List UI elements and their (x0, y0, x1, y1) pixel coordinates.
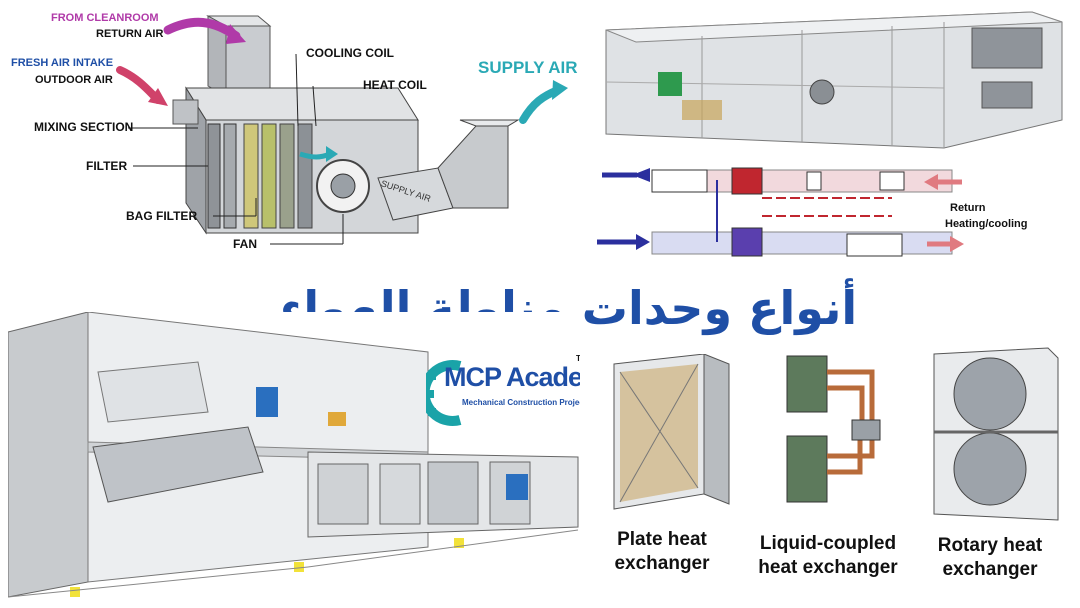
rotary-heat-exchanger-caption: Rotary heat exchanger (922, 534, 1058, 582)
label-supply-air: SUPPLY AIR (478, 58, 578, 77)
label-heating-cooling: Heating/cooling (945, 218, 1028, 230)
caption-line: exchanger (614, 553, 710, 574)
plate-heat-exchanger-image (613, 354, 730, 510)
caption-line: exchanger (942, 559, 1038, 580)
ahu-3d-illustration (8, 312, 579, 598)
label-cooling-coil: COOLING COIL (306, 46, 394, 60)
logo-brand: MCP Academy (444, 362, 580, 392)
liquid-coupled-heat-exchanger-image (786, 355, 881, 503)
caption-line: heat exchanger (758, 557, 898, 578)
rotary-heat-exchanger-image (933, 347, 1059, 521)
label-heat-coil: HEAT COIL (363, 78, 427, 92)
ahu-photo-and-schematic: Return Heating/cooling (592, 8, 1072, 262)
label-mixing-section: MIXING SECTION (34, 120, 134, 134)
label-return: Return (950, 202, 986, 214)
label-bag-filter: BAG FILTER (126, 209, 198, 223)
label-from-cleanroom: FROM CLEANROOM (51, 12, 159, 24)
logo-tm: TM (576, 354, 580, 363)
ahu-cutaway-diagram: FROM CLEANROOM RETURN AIR FRESH AIR INTA… (8, 8, 580, 262)
caption-line: Plate heat (617, 529, 707, 550)
label-fan: FAN (233, 237, 257, 251)
mcp-academy-logo: MCP Academy TM Mechanical Construction P… (426, 352, 580, 432)
liquid-coupled-heat-exchanger-caption: Liquid-coupled heat exchanger (752, 532, 904, 580)
logo-subtitle: Mechanical Construction Projects (462, 398, 580, 407)
ahu-unit-photo (605, 11, 1063, 149)
plate-heat-exchanger-caption: Plate heat exchanger (592, 528, 732, 576)
label-fresh-air-intake: FRESH AIR INTAKE (11, 57, 114, 69)
caption-line: Rotary heat (937, 535, 1043, 556)
label-outdoor-air: OUTDOOR AIR (35, 74, 113, 86)
label-filter: FILTER (86, 159, 128, 173)
gear-icon (426, 360, 462, 426)
ahu-flow-schematic (597, 167, 964, 257)
ahu-cutaway-illustration (116, 15, 568, 245)
label-return-air: RETURN AIR (96, 28, 164, 40)
ahu-3d-render: MCP Academy TM Mechanical Construction P… (8, 312, 580, 604)
heat-exchanger-types: Plate heat exchanger Liquid-coupled heat… (592, 340, 1072, 604)
caption-line: Liquid-coupled (759, 533, 897, 554)
